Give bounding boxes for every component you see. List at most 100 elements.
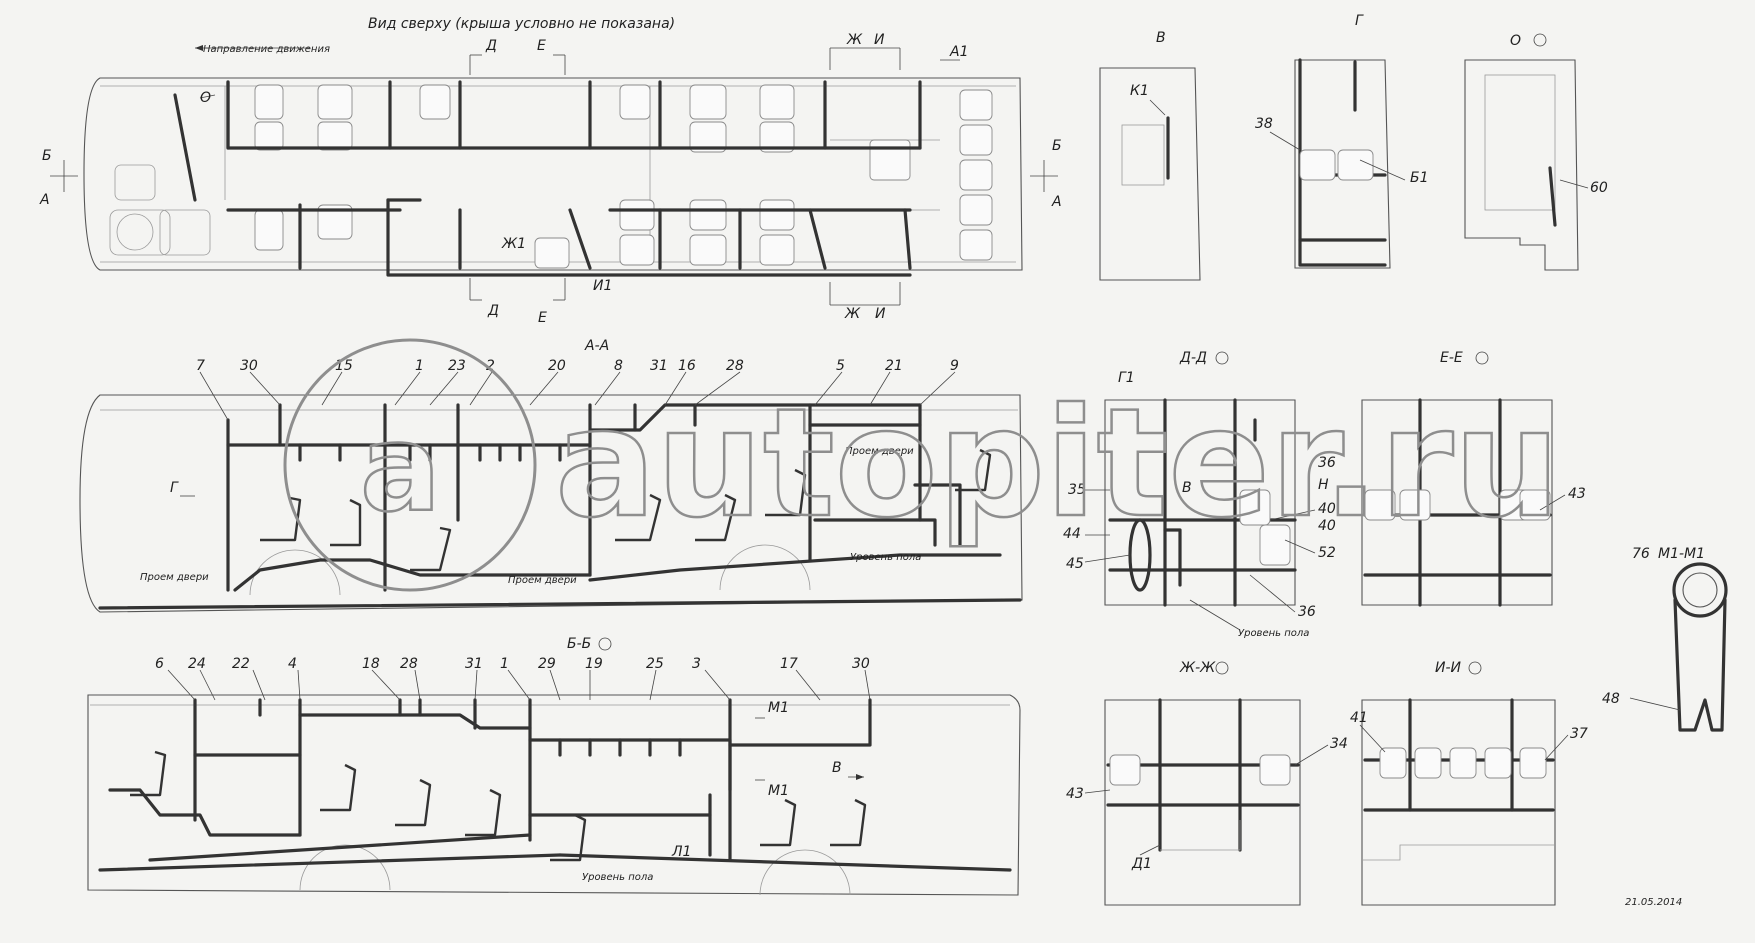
- svg-text:Н: Н: [1318, 477, 1329, 493]
- svg-text:Уровень пола: Уровень пола: [850, 552, 921, 563]
- section-zhzh: Ж-Ж 43 34 Д1: [1066, 660, 1348, 906]
- svg-text:4: 4: [288, 656, 297, 672]
- svg-text:29: 29: [538, 656, 556, 672]
- svg-text:48: 48: [1602, 691, 1620, 707]
- svg-text:31: 31: [650, 358, 668, 374]
- svg-text:Б1: Б1: [1410, 170, 1429, 186]
- svg-text:Ж1: Ж1: [501, 236, 526, 252]
- top-view-title: Вид сверху (крыша условно не показана): [368, 16, 675, 32]
- svg-text:52: 52: [1318, 545, 1336, 561]
- svg-text:М1: М1: [768, 700, 789, 716]
- svg-text:Проем двери: Проем двери: [508, 575, 577, 586]
- svg-text:Б: Б: [1052, 138, 1062, 154]
- svg-text:Е: Е: [538, 310, 547, 326]
- svg-text:Д1: Д1: [1131, 856, 1152, 872]
- svg-text:31: 31: [465, 656, 483, 672]
- svg-text:36: 36: [1318, 455, 1336, 471]
- section-aa-title: А-А: [584, 338, 609, 354]
- section-dd: Д-Д Г1 35 44 45 В 36 Н 40 40 52 36: [1063, 350, 1336, 639]
- svg-text:8: 8: [614, 358, 623, 374]
- section-markers-top: [50, 47, 1058, 306]
- section-ee-title: Е-Е: [1440, 350, 1463, 366]
- section-bb: Б-Б: [87, 636, 1021, 896]
- svg-text:22: 22: [232, 656, 250, 672]
- section-aa: А-А: [79, 338, 1023, 613]
- svg-text:А: А: [39, 192, 50, 208]
- svg-text:20: 20: [548, 358, 566, 374]
- section-bb-title: Б-Б: [567, 636, 591, 652]
- callouts-aa: 7 30 15 1 23 2 20 8 31 16 28 5 21 9: [196, 358, 959, 374]
- section-dd-title: Д-Д: [1179, 350, 1207, 366]
- svg-text:40: 40: [1318, 518, 1336, 534]
- svg-text:И: И: [875, 306, 886, 322]
- leaders-bb: [167, 669, 871, 701]
- svg-text:Л1: Л1: [671, 844, 691, 860]
- watermark-logo-icon: a: [360, 400, 441, 539]
- svg-text:Д: Д: [487, 303, 499, 319]
- svg-text:Уровень пола: Уровень пола: [582, 872, 653, 883]
- svg-text:18: 18: [362, 656, 380, 672]
- svg-text:О: О: [200, 90, 211, 106]
- svg-text:43: 43: [1568, 486, 1586, 502]
- svg-text:23: 23: [448, 358, 466, 374]
- svg-text:1: 1: [500, 656, 509, 672]
- svg-text:25: 25: [646, 656, 664, 672]
- seat-layout-top: [254, 84, 993, 269]
- svg-text:А: А: [1051, 194, 1062, 210]
- svg-text:44: 44: [1063, 526, 1081, 542]
- svg-text:7: 7: [196, 358, 205, 374]
- section-ii-title: И-И: [1435, 660, 1462, 676]
- top-view: Вид сверху (крыша условно не показана) Н…: [39, 16, 1062, 326]
- bus-outline-bb: [87, 694, 1021, 896]
- svg-text:28: 28: [726, 358, 744, 374]
- svg-text:Проем двери: Проем двери: [140, 572, 209, 583]
- view-v: В К1: [1099, 30, 1201, 281]
- svg-text:Г: Г: [170, 480, 179, 496]
- svg-text:24: 24: [188, 656, 206, 672]
- svg-text:19: 19: [585, 656, 603, 672]
- svg-text:И1: И1: [593, 278, 612, 294]
- svg-text:16: 16: [678, 358, 696, 374]
- bus-outline-top: [83, 77, 1023, 271]
- seats-bb: [130, 750, 867, 862]
- svg-text:5: 5: [836, 358, 845, 374]
- view-g: Г 38 Б1: [1255, 13, 1429, 269]
- watermark: a autopiter.ru: [283, 338, 1562, 592]
- leaders-aa: [199, 371, 956, 421]
- svg-text:28: 28: [400, 656, 418, 672]
- svg-text:А1: А1: [949, 44, 968, 60]
- svg-text:40: 40: [1318, 501, 1336, 517]
- callouts-dd: Г1 35 44 45 В 36 Н 40 40 52 36: [1063, 370, 1336, 620]
- svg-text:30: 30: [852, 656, 870, 672]
- svg-text:9: 9: [950, 358, 959, 374]
- svg-text:45: 45: [1066, 556, 1084, 572]
- svg-text:21: 21: [885, 358, 903, 374]
- svg-text:Б: Б: [42, 148, 52, 164]
- svg-text:К1: К1: [1130, 83, 1149, 99]
- svg-text:В: В: [832, 760, 842, 776]
- section-ee: Е-Е 43: [1361, 350, 1586, 607]
- view-g-title: Г: [1355, 13, 1364, 29]
- svg-text:Ж: Ж: [844, 306, 861, 322]
- handrail-network-top: [226, 80, 922, 277]
- section-zhzh-title: Ж-Ж: [1179, 660, 1216, 676]
- view-v-title: В: [1156, 30, 1166, 46]
- drawing-date: 21.05.2014: [1625, 897, 1682, 908]
- svg-text:35: 35: [1068, 482, 1086, 498]
- svg-text:Г1: Г1: [1118, 370, 1135, 386]
- bus-outline-aa: [79, 394, 1023, 613]
- svg-text:М1: М1: [768, 783, 789, 799]
- callouts-bb: 6 24 22 4 18 28 31 1 29 19 25 3 17 30: [155, 656, 870, 672]
- view-o-title: О: [1510, 33, 1521, 49]
- top-view-labels: О Б А Д Е Ж И А1 Б А Ж1 И1 Д Е Ж И: [39, 32, 1062, 326]
- svg-text:Уровень пола: Уровень пола: [1238, 628, 1309, 639]
- svg-text:36: 36: [1298, 604, 1316, 620]
- direction-label: Направление движения: [203, 44, 330, 55]
- handrail-network-aa: [226, 403, 922, 592]
- handrail-network-bb: [193, 698, 872, 862]
- svg-text:38: 38: [1255, 116, 1273, 132]
- svg-text:3: 3: [692, 656, 701, 672]
- svg-text:41: 41: [1350, 710, 1368, 726]
